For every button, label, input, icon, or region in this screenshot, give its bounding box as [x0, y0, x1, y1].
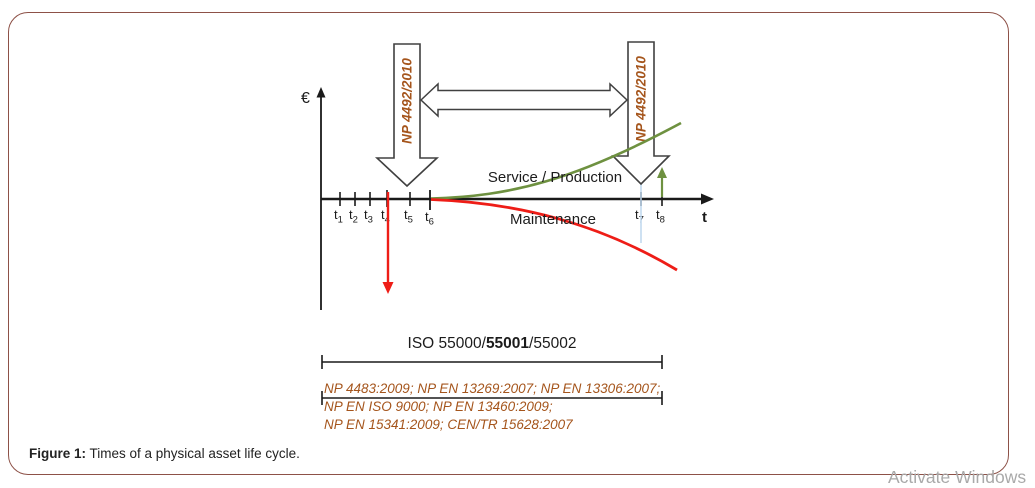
tick-label-t8: t8	[656, 207, 665, 226]
np-standards-line-3: NP EN 15341:2009; CEN/TR 15628:2007	[324, 417, 573, 432]
iso-standards-label: ISO 55000/55001/55002	[322, 335, 662, 353]
maintenance-label: Maintenance	[510, 211, 596, 228]
y-axis-arrowhead-icon	[316, 87, 326, 98]
np-arrow-left-label: NP 4492/2010	[400, 58, 415, 144]
np-block-down-arrow-right-icon	[611, 41, 671, 186]
maintenance-curve	[430, 198, 678, 272]
iso-label-post: /55002	[529, 335, 577, 352]
tick-label-t5: t5	[404, 207, 413, 226]
np-standards-line-2: NP EN ISO 9000; NP EN 13460:2009;	[324, 399, 553, 414]
activate-windows-watermark: Activate Windows	[888, 467, 1027, 487]
x-axis-label: t	[702, 209, 707, 226]
figure-border	[8, 12, 1009, 475]
y-axis-label: €	[301, 90, 310, 107]
figure-caption-label: Figure 1:	[29, 446, 87, 461]
tick-label-t6: t6	[425, 209, 434, 228]
iso-label-pre: ISO 55000/	[407, 335, 486, 352]
green-up-arrowhead-icon	[657, 167, 667, 178]
service-production-label: Service / Production	[488, 169, 622, 186]
figure-caption: Figure 1: Times of a physical asset life…	[29, 446, 300, 461]
np-arrow-right-label: NP 4492/2010	[634, 56, 649, 142]
tick-label-t1: t1	[334, 207, 343, 226]
service-production-curve	[430, 121, 682, 200]
figure-caption-text: Times of a physical asset life cycle.	[86, 446, 300, 461]
tick-label-t7: t7	[635, 207, 644, 226]
tick-label-t2: t2	[349, 207, 358, 226]
tick-label-t3: t3	[364, 207, 373, 226]
iso-label-bold: 55001	[485, 335, 530, 352]
double-headed-arrow-icon	[419, 82, 629, 118]
np-standards-list: NP 4483:2009; NP EN 13269:2007; NP EN 13…	[324, 380, 660, 434]
red-down-arrowhead-icon	[382, 282, 394, 294]
np-standards-line-1: NP 4483:2009; NP EN 13269:2007; NP EN 13…	[324, 381, 661, 396]
x-axis-arrowhead-icon	[701, 193, 714, 205]
np-block-down-arrow-left-icon	[374, 43, 440, 188]
